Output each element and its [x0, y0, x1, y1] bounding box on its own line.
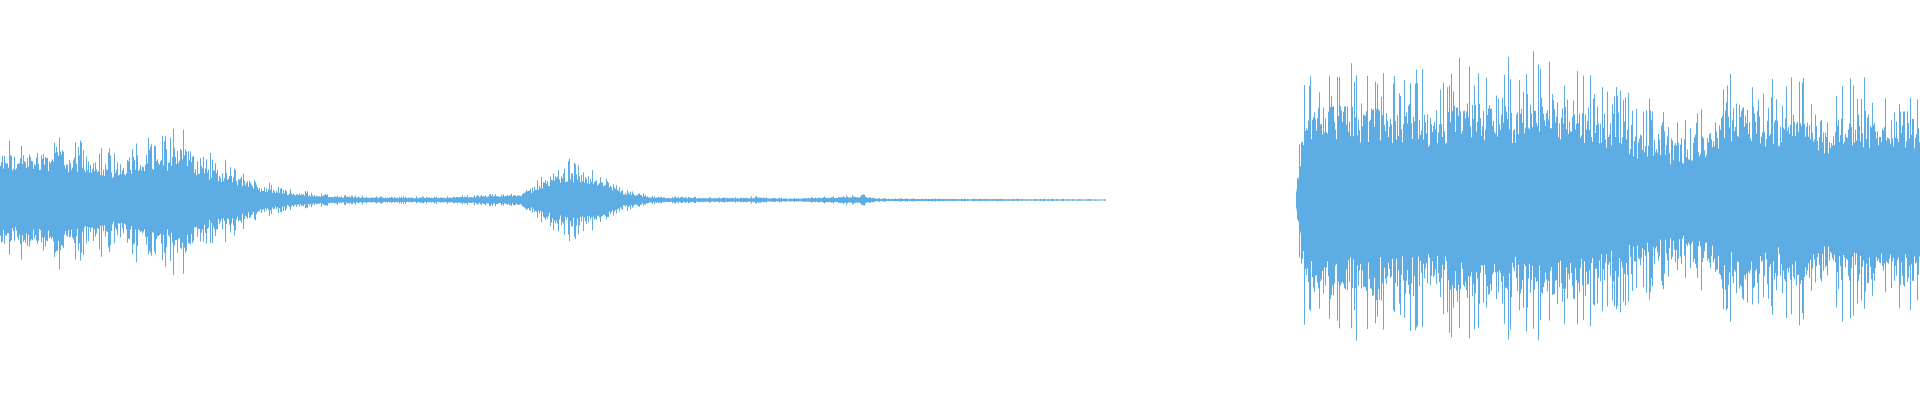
segment-right-loud-clip[interactable] — [1296, 51, 1920, 341]
segment-left-quiet-clip[interactable] — [0, 128, 1106, 276]
segment-right-loud-clip-core — [1296, 137, 1920, 263]
